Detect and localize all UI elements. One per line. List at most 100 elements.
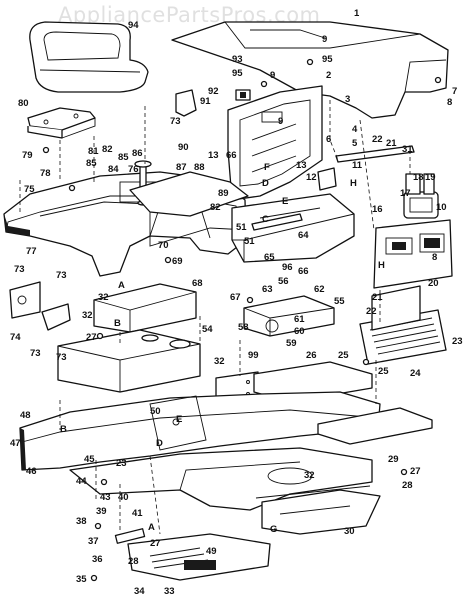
side-rail-part[interactable] bbox=[69, 447, 373, 511]
label-37: 37 bbox=[88, 536, 99, 547]
label-96: 96 bbox=[282, 262, 293, 273]
label-21: 21 bbox=[386, 138, 397, 149]
label-91: 91 bbox=[200, 96, 211, 107]
axle-37-part[interactable] bbox=[114, 528, 146, 544]
label-8: 8 bbox=[447, 97, 452, 108]
label-19: 19 bbox=[425, 172, 436, 183]
label-7: 7 bbox=[452, 86, 457, 97]
lever-74-part[interactable] bbox=[9, 281, 41, 319]
label-28b: 28 bbox=[128, 556, 139, 567]
rear-hitch-part[interactable] bbox=[261, 489, 381, 535]
label-4: 4 bbox=[352, 124, 358, 135]
label-76: 76 bbox=[128, 164, 139, 175]
label-62: 62 bbox=[314, 284, 325, 295]
label-34: 34 bbox=[134, 586, 145, 597]
fastener-icons bbox=[42, 58, 442, 582]
rod-51-part[interactable] bbox=[251, 213, 303, 231]
bracket-73-part[interactable] bbox=[41, 303, 71, 331]
label-77: 77 bbox=[26, 246, 37, 257]
bumper-29-part[interactable] bbox=[317, 407, 433, 445]
label-23: 23 bbox=[452, 336, 463, 347]
label-51b: 51 bbox=[244, 236, 255, 247]
label-17: 17 bbox=[400, 188, 411, 199]
label-92: 92 bbox=[208, 86, 219, 97]
label-48: 48 bbox=[20, 410, 31, 421]
letter-d-2: D bbox=[156, 438, 163, 449]
label-20: 20 bbox=[428, 278, 439, 289]
label-23b: 23 bbox=[116, 458, 127, 469]
label-90: 90 bbox=[178, 142, 189, 153]
letter-h-1: H bbox=[350, 178, 357, 189]
label-58: 58 bbox=[238, 322, 249, 333]
label-68: 68 bbox=[192, 278, 203, 289]
label-11: 11 bbox=[352, 160, 363, 171]
label-51: 51 bbox=[236, 222, 247, 233]
mount-plate-part[interactable] bbox=[243, 295, 335, 337]
label-26: 26 bbox=[306, 350, 317, 361]
headlight-panel-part[interactable] bbox=[373, 219, 453, 289]
label-25: 25 bbox=[338, 350, 349, 361]
label-99: 99 bbox=[248, 350, 259, 361]
letter-h-2: H bbox=[378, 260, 385, 271]
bracket-91-part[interactable] bbox=[175, 89, 197, 117]
switch-92-part[interactable] bbox=[235, 89, 251, 101]
battery-tray-part[interactable] bbox=[93, 283, 197, 333]
label-22b: 22 bbox=[366, 306, 377, 317]
label-73e: 73 bbox=[170, 116, 181, 127]
seat-part[interactable] bbox=[29, 21, 149, 93]
footrest-part[interactable] bbox=[127, 533, 271, 581]
label-18: 18 bbox=[413, 172, 424, 183]
label-6: 6 bbox=[326, 134, 331, 145]
label-64: 64 bbox=[298, 230, 309, 241]
label-87: 87 bbox=[176, 162, 187, 173]
rail-26-part[interactable] bbox=[253, 361, 373, 403]
label-12: 12 bbox=[306, 172, 317, 183]
label-75: 75 bbox=[24, 184, 35, 195]
label-95b: 95 bbox=[322, 54, 333, 65]
label-85b: 85 bbox=[118, 152, 129, 163]
label-24: 24 bbox=[410, 368, 421, 379]
bumper-65-part[interactable] bbox=[231, 193, 355, 263]
dash-panel-part[interactable] bbox=[227, 85, 323, 201]
label-70: 70 bbox=[158, 240, 169, 251]
letter-e-1: E bbox=[282, 196, 288, 207]
seat-bracket-part[interactable] bbox=[27, 107, 96, 139]
label-89: 89 bbox=[218, 188, 229, 199]
label-33: 33 bbox=[164, 586, 175, 597]
label-1: 1 bbox=[354, 8, 360, 19]
label-32b: 32 bbox=[214, 356, 225, 367]
label-59: 59 bbox=[286, 338, 297, 349]
label-44: 44 bbox=[76, 476, 87, 487]
label-61: 61 bbox=[294, 314, 305, 325]
label-66: 66 bbox=[298, 266, 309, 277]
label-67: 67 bbox=[230, 292, 241, 303]
label-29: 29 bbox=[388, 454, 399, 465]
label-66b: 66 bbox=[226, 150, 237, 161]
label-55: 55 bbox=[334, 296, 345, 307]
label-31: 31 bbox=[402, 144, 413, 155]
letter-a-2: A bbox=[148, 522, 155, 533]
label-5: 5 bbox=[352, 138, 358, 149]
front-panel-part[interactable] bbox=[371, 285, 421, 331]
label-85: 85 bbox=[86, 158, 97, 169]
bracket-18-part[interactable] bbox=[405, 173, 435, 195]
label-94: 94 bbox=[128, 20, 139, 31]
label-9: 9 bbox=[322, 34, 327, 45]
bracket-13-part[interactable] bbox=[317, 167, 337, 191]
battery-part[interactable] bbox=[57, 329, 201, 393]
headlight-10-part[interactable] bbox=[403, 191, 439, 219]
letter-g-1: G bbox=[270, 524, 277, 535]
label-28: 28 bbox=[402, 480, 413, 491]
label-73d: 73 bbox=[56, 352, 67, 363]
label-74: 74 bbox=[10, 332, 21, 343]
rear-support-part[interactable] bbox=[129, 171, 249, 247]
label-10: 10 bbox=[436, 202, 447, 213]
label-73c: 73 bbox=[30, 348, 41, 359]
hood-bracket-part[interactable] bbox=[335, 145, 415, 163]
label-95: 95 bbox=[232, 68, 243, 79]
label-9c: 9 bbox=[278, 116, 283, 127]
label-47: 47 bbox=[10, 438, 21, 449]
letter-b-2: B bbox=[60, 424, 67, 435]
label-63: 63 bbox=[262, 284, 273, 295]
